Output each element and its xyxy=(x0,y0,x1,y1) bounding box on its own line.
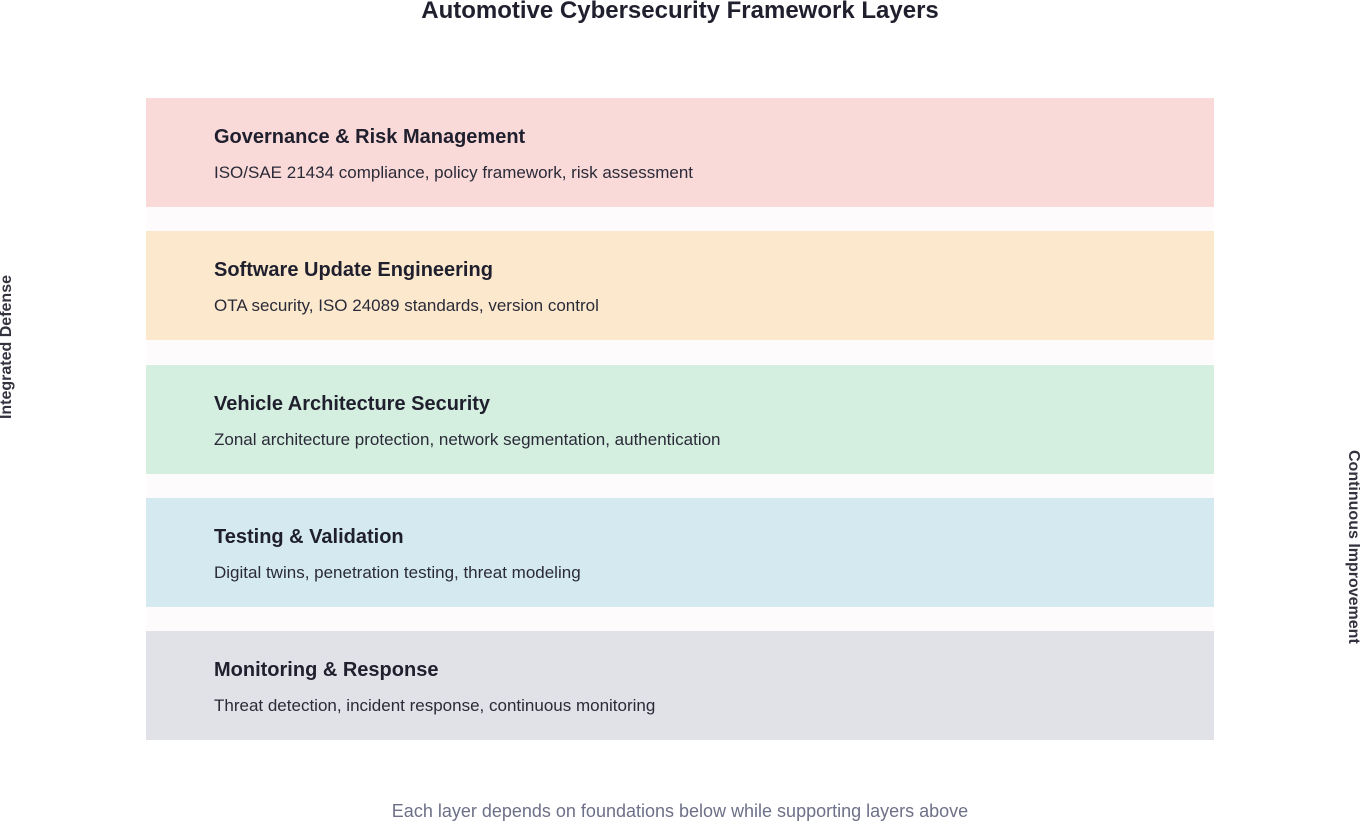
side-label-continuous-improvement: Continuous Improvement xyxy=(1345,450,1360,644)
layer-description: Threat detection, incident response, con… xyxy=(214,696,656,715)
layer-description: Digital twins, penetration testing, thre… xyxy=(214,563,581,582)
layer-description: ISO/SAE 21434 compliance, policy framewo… xyxy=(214,163,694,182)
layer-gap xyxy=(146,207,1214,231)
side-label-integrated-defense: Integrated Defense xyxy=(0,274,15,420)
layer-description: OTA security, ISO 24089 standards, versi… xyxy=(214,296,599,315)
layer-gap xyxy=(146,607,1214,631)
layer-vehicle-architecture: Vehicle Architecture Security Zonal arch… xyxy=(146,365,1214,474)
layer-testing-validation: Testing & Validation Digital twins, pene… xyxy=(146,498,1214,607)
layer-title: Vehicle Architecture Security xyxy=(214,393,491,415)
layer-description: Zonal architecture protection, network s… xyxy=(214,430,721,449)
layer-software-update: Software Update Engineering OTA security… xyxy=(146,231,1214,340)
layer-title: Monitoring & Response xyxy=(214,659,439,681)
footer-note: Each layer depends on foundations below … xyxy=(391,801,969,821)
layer-title: Testing & Validation xyxy=(214,526,404,548)
layer-title: Governance & Risk Management xyxy=(214,126,526,148)
diagram-title: Automotive Cybersecurity Framework Layer… xyxy=(421,0,939,24)
layer-title: Software Update Engineering xyxy=(214,259,493,281)
layer-gap xyxy=(146,340,1214,364)
layer-governance: Governance & Risk Management ISO/SAE 214… xyxy=(146,98,1214,207)
layer-monitoring-response: Monitoring & Response Threat detection, … xyxy=(146,631,1214,740)
layer-gap xyxy=(146,474,1214,498)
